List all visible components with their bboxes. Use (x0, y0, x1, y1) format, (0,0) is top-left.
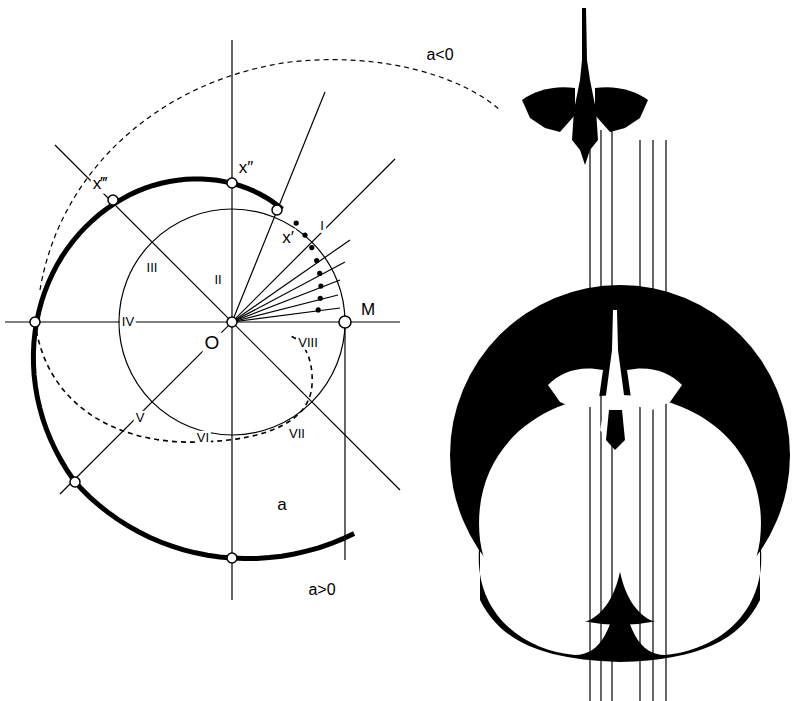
point-label: x‴ (91, 175, 110, 194)
sector-number: VII (287, 427, 307, 441)
spiral-dot (309, 245, 314, 250)
sign-label: a<0 (424, 46, 455, 64)
sector-number: I (318, 219, 326, 233)
sector-number: III (145, 261, 160, 275)
point-label: M (359, 301, 377, 320)
spiral-dot (317, 271, 322, 276)
spiral-dot (302, 233, 307, 238)
figure-letter: a (275, 496, 288, 515)
sector-number: VI (195, 431, 211, 445)
sector-number: IV (120, 315, 136, 329)
point-label: x″ (237, 159, 256, 178)
sector-number: V (134, 411, 147, 425)
sector-number: II (212, 273, 223, 287)
point-label: x′ (280, 229, 296, 248)
spiral-curve (33, 179, 354, 559)
sign-label: a>0 (306, 581, 337, 599)
spiral-dot (318, 296, 323, 301)
spiral-dot (318, 284, 323, 289)
spiral-dot (294, 221, 299, 226)
sector-number: VIII (296, 336, 320, 350)
origin-label: O (203, 333, 222, 354)
spiral-dot (316, 307, 321, 312)
spiral-dot (314, 258, 319, 263)
